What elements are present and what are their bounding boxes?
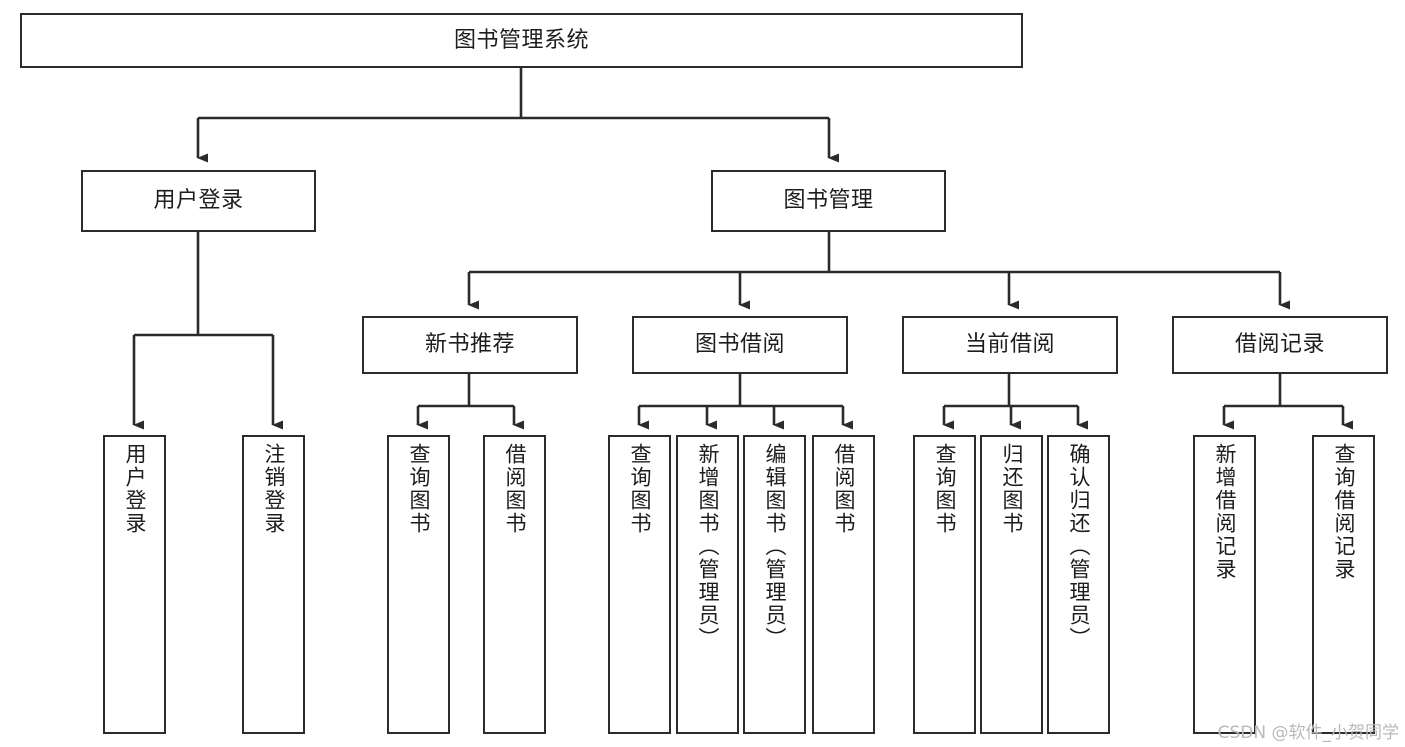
node-new-book-rec[interactable]: 新书推荐 xyxy=(362,316,578,374)
node-root[interactable]: 图书管理系统 xyxy=(20,13,1023,68)
node-leaf-confirm-return[interactable]: 确认归还（管理员） xyxy=(1047,435,1110,734)
node-borrow-record[interactable]: 借阅记录 xyxy=(1172,316,1388,374)
node-leaf-borrow-book-2-label: 借阅图书 xyxy=(832,443,856,535)
node-leaf-query-book-3[interactable]: 查询图书 xyxy=(913,435,976,734)
node-leaf-add-book-label: 新增图书（管理员） xyxy=(696,443,720,650)
node-leaf-return-book[interactable]: 归还图书 xyxy=(980,435,1043,734)
node-leaf-query-book-2[interactable]: 查询图书 xyxy=(608,435,671,734)
node-leaf-add-record-label: 新增借阅记录 xyxy=(1213,443,1237,581)
node-user-login-label: 用户登录 xyxy=(153,188,244,214)
node-leaf-borrow-book-1[interactable]: 借阅图书 xyxy=(483,435,546,734)
node-current-borrow-label: 当前借阅 xyxy=(964,332,1055,358)
node-leaf-edit-book-label: 编辑图书（管理员） xyxy=(763,443,787,650)
node-new-book-rec-label: 新书推荐 xyxy=(424,332,515,358)
node-leaf-query-book-1-label: 查询图书 xyxy=(407,443,431,535)
node-leaf-query-record-label: 查询借阅记录 xyxy=(1332,443,1356,581)
node-leaf-user-logout-label: 注销登录 xyxy=(262,443,286,535)
node-leaf-query-book-3-label: 查询图书 xyxy=(933,443,957,535)
node-leaf-query-book-1[interactable]: 查询图书 xyxy=(387,435,450,734)
node-user-login[interactable]: 用户登录 xyxy=(81,170,316,232)
node-book-manage-label: 图书管理 xyxy=(783,188,874,214)
node-root-label: 图书管理系统 xyxy=(453,27,589,53)
node-leaf-add-book[interactable]: 新增图书（管理员） xyxy=(676,435,739,734)
node-leaf-user-logout[interactable]: 注销登录 xyxy=(242,435,305,734)
node-leaf-add-record[interactable]: 新增借阅记录 xyxy=(1193,435,1256,734)
node-leaf-user-login-label: 用户登录 xyxy=(123,443,147,535)
node-leaf-confirm-return-label: 确认归还（管理员） xyxy=(1067,443,1091,650)
node-leaf-borrow-book-1-label: 借阅图书 xyxy=(503,443,527,535)
node-leaf-query-record[interactable]: 查询借阅记录 xyxy=(1312,435,1375,734)
node-leaf-query-book-2-label: 查询图书 xyxy=(628,443,652,535)
node-leaf-edit-book[interactable]: 编辑图书（管理员） xyxy=(743,435,806,734)
node-borrow-record-label: 借阅记录 xyxy=(1234,332,1325,358)
node-leaf-return-book-label: 归还图书 xyxy=(1000,443,1024,535)
node-leaf-user-login[interactable]: 用户登录 xyxy=(103,435,166,734)
node-book-borrow-label: 图书借阅 xyxy=(694,332,785,358)
node-book-manage[interactable]: 图书管理 xyxy=(711,170,946,232)
node-leaf-borrow-book-2[interactable]: 借阅图书 xyxy=(812,435,875,734)
node-current-borrow[interactable]: 当前借阅 xyxy=(902,316,1118,374)
node-book-borrow[interactable]: 图书借阅 xyxy=(632,316,848,374)
